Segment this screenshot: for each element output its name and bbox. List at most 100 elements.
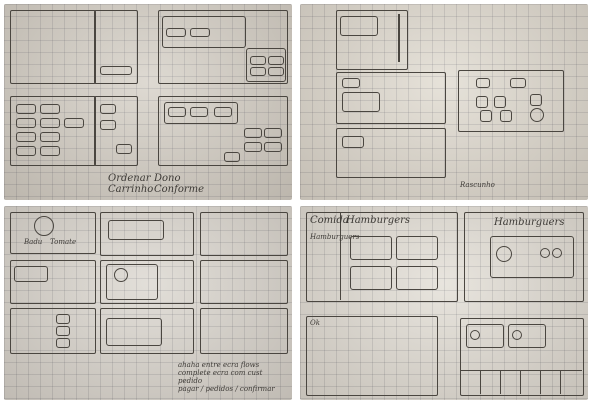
wireframe-card <box>350 266 392 290</box>
handwritten-caption: pagar / pedidos / confirmar <box>178 385 275 393</box>
wireframe-sidebar <box>246 48 286 82</box>
wireframe-circle <box>530 108 544 122</box>
handwritten-caption: complete ecra com cust <box>178 369 263 377</box>
wireframe-card <box>350 236 392 260</box>
wireframe-button <box>64 118 84 128</box>
sketch-photo-bottom-right: Comida Hamburguers Hamburgers Hamburguer… <box>300 206 588 400</box>
wireframe-content <box>106 264 158 300</box>
handwritten-label: Ordenar <box>108 173 151 184</box>
graph-paper-grid <box>300 206 588 400</box>
wireframe-divider <box>500 370 501 394</box>
wireframe-button <box>56 314 70 324</box>
wireframe-circle <box>552 248 562 258</box>
handwritten-label: Tomate <box>50 238 77 246</box>
wireframe-button <box>264 128 282 138</box>
wireframe-button <box>190 28 210 37</box>
wireframe-button <box>168 107 186 117</box>
wireframe-screen <box>100 308 194 354</box>
handwritten-label: Badu <box>24 238 43 246</box>
wireframe-button <box>476 96 488 108</box>
wireframe-button <box>476 78 490 88</box>
wireframe-button <box>116 144 132 154</box>
handwritten-label: Comida <box>310 215 349 226</box>
wireframe-button <box>214 107 232 117</box>
wireframe-screen <box>200 212 288 256</box>
wireframe-button <box>40 146 60 156</box>
graph-paper-grid <box>4 4 292 200</box>
wireframe-button <box>264 142 282 152</box>
wireframe-button <box>16 146 36 156</box>
wireframe-content <box>340 16 378 36</box>
wireframe-screen <box>10 96 96 166</box>
wireframe-button <box>100 120 116 130</box>
wireframe-button <box>250 67 266 76</box>
handwritten-label: Hamburguers <box>310 233 360 241</box>
wireframe-content <box>14 266 48 282</box>
wireframe-screen <box>336 128 446 178</box>
wireframe-divider <box>540 370 541 394</box>
wireframe-circle <box>496 246 512 262</box>
wireframe-panel <box>94 96 138 166</box>
wireframe-button <box>510 78 526 88</box>
wireframe-button <box>224 152 240 162</box>
handwritten-caption: ahaha entre ecra flows <box>178 361 260 369</box>
wireframe-screen <box>306 212 458 302</box>
wireframe-panel <box>94 10 138 84</box>
wireframe-divider <box>480 370 481 394</box>
wireframe-screen <box>336 10 408 70</box>
wireframe-button <box>480 110 492 122</box>
wireframe-screen <box>158 10 288 84</box>
wireframe-button <box>56 326 70 336</box>
wireframe-button <box>40 118 60 128</box>
wireframe-circle <box>114 268 128 282</box>
wireframe-circle <box>540 248 550 258</box>
handwritten-label: Hamburgers <box>346 215 411 226</box>
wireframe-content <box>164 102 238 124</box>
wireframe-button <box>16 132 36 142</box>
handwritten-label: Rascunho <box>460 181 495 189</box>
wireframe-button <box>40 132 60 142</box>
wireframe-circle <box>470 330 480 340</box>
wireframe-card <box>466 324 504 348</box>
wireframe-button <box>268 67 284 76</box>
wireframe-screen <box>10 212 96 254</box>
handwritten-label: Carrinho <box>108 184 154 195</box>
wireframe-scrollbar <box>398 14 400 62</box>
wireframe-card <box>396 266 438 290</box>
wireframe-screen <box>100 212 194 256</box>
paper-shadow <box>4 4 292 200</box>
wireframe-button <box>500 110 512 122</box>
sketch-photo-bottom-left: Badu Tomate ahaha entre ecra flows compl… <box>4 206 292 400</box>
wireframe-button <box>530 94 542 106</box>
wireframe-screen <box>306 316 438 396</box>
wireframe-button <box>190 107 208 117</box>
wireframe-button <box>342 136 364 148</box>
paper-shadow <box>300 206 588 400</box>
wireframe-screen <box>336 72 446 124</box>
wireframe-content <box>342 92 380 112</box>
wireframe-screen <box>464 212 584 302</box>
wireframe-screen <box>460 318 584 396</box>
wireframe-button <box>100 66 132 75</box>
wireframe-screen <box>158 96 288 166</box>
wireframe-screen <box>200 260 288 304</box>
wireframe-button <box>100 104 116 114</box>
wireframe-screen <box>100 260 194 304</box>
wireframe-divider <box>560 370 561 394</box>
wireframe-button <box>56 338 70 348</box>
sketch-photo-top-left: Ordenar Carrinho Dono Conforme <box>4 4 292 200</box>
wireframe-button <box>16 118 36 128</box>
wireframe-button <box>342 78 360 88</box>
paper-shadow <box>300 4 588 200</box>
wireframe-button <box>244 128 262 138</box>
handwritten-label: Conforme <box>154 184 205 195</box>
graph-paper-grid <box>300 4 588 200</box>
handwritten-caption: pedido <box>178 377 203 385</box>
wireframe-divider <box>460 370 582 371</box>
wireframe-screen <box>200 308 288 354</box>
wireframe-button <box>494 96 506 108</box>
wireframe-divider <box>520 370 521 394</box>
wireframe-button <box>244 142 262 152</box>
wireframe-button <box>166 28 186 37</box>
wireframe-button <box>16 104 36 114</box>
